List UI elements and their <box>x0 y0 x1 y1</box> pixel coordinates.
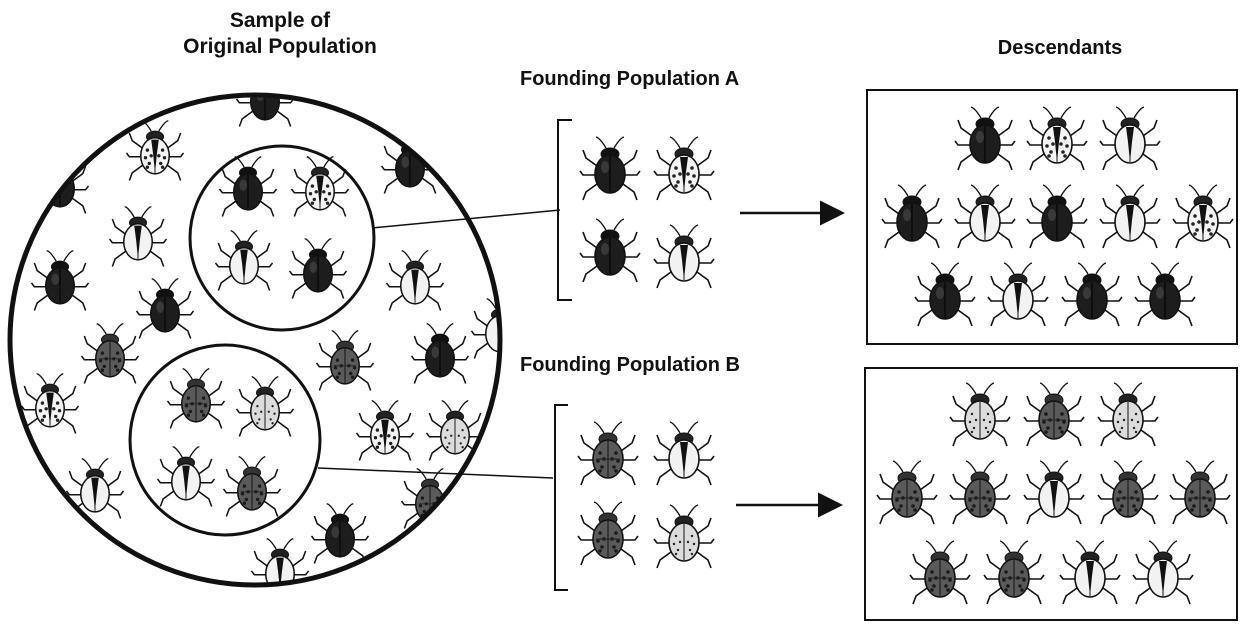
ladybug-beetle-icon <box>402 469 459 529</box>
ladybug-beetle-icon <box>82 324 139 384</box>
ladybug-beetle-icon <box>580 219 640 282</box>
sample-circle-b <box>130 345 320 535</box>
ladybug-beetle-icon <box>654 505 714 568</box>
ladybug-beetle-icon <box>137 279 194 339</box>
ladybug-beetle-icon <box>317 331 374 391</box>
bracket-a <box>558 120 572 300</box>
ladybug-beetle-icon <box>31 154 88 214</box>
ladybug-beetle-icon <box>21 374 78 434</box>
ladybug-beetle-icon <box>31 251 88 311</box>
ladybug-beetle-icon <box>127 121 184 181</box>
bracket-b <box>555 405 568 590</box>
ladybug-beetle-icon <box>387 251 444 311</box>
founding-population-b-beetles <box>578 422 714 568</box>
sample-circle-a <box>190 146 374 330</box>
ladybug-beetle-icon <box>654 137 714 200</box>
ladybug-beetle-icon <box>578 502 638 565</box>
founding-population-a-beetles <box>580 137 714 288</box>
ladybug-beetle-icon <box>110 207 167 267</box>
ladybug-beetle-icon <box>654 422 714 485</box>
ladybug-beetle-icon <box>654 225 714 288</box>
ladybug-beetle-icon <box>412 324 469 384</box>
ladybug-beetle-icon <box>252 539 309 599</box>
ladybug-beetle-icon <box>580 137 640 200</box>
ladybug-beetle-icon <box>312 504 369 564</box>
ladybug-beetle-icon <box>357 401 414 461</box>
ladybug-beetle-icon <box>382 134 439 194</box>
ladybug-beetle-icon <box>578 422 638 485</box>
